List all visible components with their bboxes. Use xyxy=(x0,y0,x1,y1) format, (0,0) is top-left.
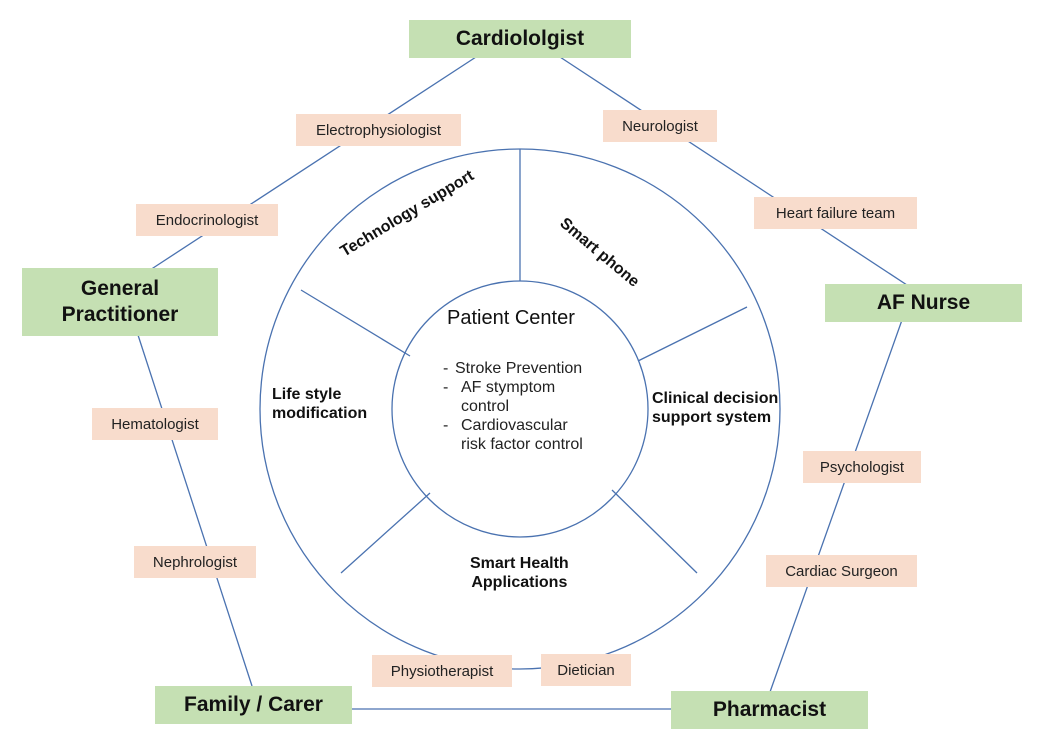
neurologist-label: Neurologist xyxy=(622,117,698,135)
clinical-decision-line-2: support system xyxy=(652,409,772,426)
goal-item: - AF stymptom control xyxy=(443,378,613,416)
hematologist-node: Hematologist xyxy=(92,408,218,440)
general-practitioner-label: General Practitioner xyxy=(61,277,179,326)
nephrologist-label: Nephrologist xyxy=(152,553,238,571)
life-style-line-1: Life style xyxy=(272,386,342,403)
clinical-decision-segment: Clinical decision support system xyxy=(652,389,778,427)
psychologist-node: Psychologist xyxy=(803,451,921,483)
af-nurse-label: AF Nurse xyxy=(876,291,971,314)
cardiac-surgeon-node: Cardiac Surgeon xyxy=(766,555,917,587)
neurologist-node: Neurologist xyxy=(603,110,717,142)
goal-item: - Cardiovascular risk factor control xyxy=(443,416,613,454)
psychologist-label: Psychologist xyxy=(819,458,905,476)
goal-bullet: - xyxy=(443,417,449,434)
electrophysiologist-node: Electrophysiologist xyxy=(296,114,461,146)
cardiologist-node: Cardiololgist xyxy=(409,20,631,58)
clinical-decision-line-1: Clinical decision xyxy=(652,390,779,407)
life-style-segment: Life style modification xyxy=(272,385,367,423)
heart-failure-team-node: Heart failure team xyxy=(754,197,917,229)
smart-health-line-2: Applications xyxy=(471,574,568,591)
divider-upper-right xyxy=(637,306,748,362)
family-carer-label: Family / Carer xyxy=(184,693,323,716)
dietician-label: Dietician xyxy=(557,661,615,679)
edge-afnurse-pharmacist xyxy=(769,319,903,693)
heart-failure-team-label: Heart failure team xyxy=(775,204,896,222)
endocrinologist-label: Endocrinologist xyxy=(155,211,259,229)
af-nurse-node: AF Nurse xyxy=(825,284,1022,322)
divider-lower-left xyxy=(340,492,431,574)
patient-goals-list: - Stroke Prevention - AF stymptom contro… xyxy=(443,359,613,454)
goal-text: Stroke Prevention xyxy=(455,360,583,377)
goal-text: AF stymptom control xyxy=(461,379,556,415)
divider-lower-right xyxy=(611,489,698,574)
nephrologist-node: Nephrologist xyxy=(134,546,256,578)
edge-gp-family xyxy=(137,334,253,687)
edge-cardiologist-gp xyxy=(149,56,477,271)
hematologist-label: Hematologist xyxy=(111,415,199,433)
patient-center-title: Patient Center xyxy=(447,307,575,329)
family-carer-node: Family / Carer xyxy=(155,686,352,724)
smart-health-line-1: Smart Health xyxy=(470,555,569,572)
edge-cardiologist-afnurse xyxy=(559,56,911,288)
goal-bullet: - xyxy=(443,360,449,377)
endocrinologist-node: Endocrinologist xyxy=(136,204,278,236)
smart-health-segment: Smart Health Applications xyxy=(470,554,569,592)
general-practitioner-node: General Practitioner xyxy=(22,268,218,336)
divider-upper-left xyxy=(300,289,411,357)
goal-bullet: - xyxy=(443,379,449,396)
physiotherapist-label: Physiotherapist xyxy=(390,662,494,680)
cardiologist-label: Cardiololgist xyxy=(455,27,585,50)
goal-text: Cardiovascular risk factor control xyxy=(461,417,583,453)
cardiac-surgeon-label: Cardiac Surgeon xyxy=(785,562,898,580)
goal-item: - Stroke Prevention xyxy=(443,359,613,378)
life-style-line-2: modification xyxy=(272,405,368,422)
pharmacist-node: Pharmacist xyxy=(671,691,868,729)
electrophysiologist-label: Electrophysiologist xyxy=(315,121,442,139)
dietician-node: Dietician xyxy=(541,654,631,686)
physiotherapist-node: Physiotherapist xyxy=(372,655,512,687)
pharmacist-label: Pharmacist xyxy=(712,698,827,721)
